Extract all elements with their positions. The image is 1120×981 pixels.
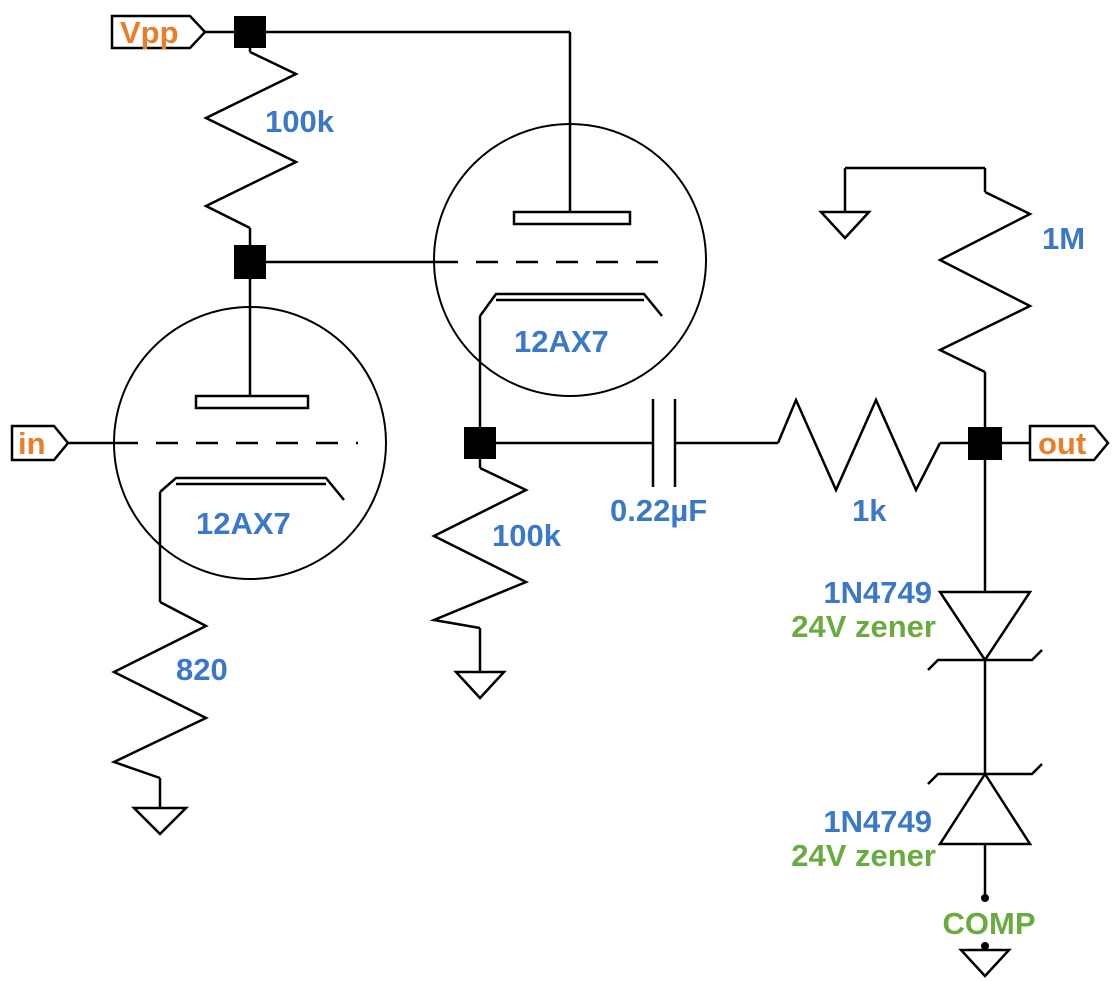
junction-node	[234, 16, 266, 48]
zener-1-part-label: 1N4749	[823, 575, 932, 610]
ground-icon	[453, 670, 507, 700]
series-resistor-label: 1k	[852, 493, 887, 528]
tube-v2	[433, 123, 707, 397]
zener-diode-1	[927, 590, 1043, 671]
cathode-resistor-label: 820	[176, 652, 228, 687]
input-port-label: in	[18, 426, 46, 461]
output-port: out	[1028, 424, 1110, 462]
capacitor-label: 0.22µF	[610, 493, 707, 528]
junction-node	[968, 427, 1002, 460]
junction-node	[981, 894, 989, 902]
bias-resistor	[937, 190, 1033, 374]
follower-resistor-label: 100k	[492, 518, 562, 553]
vpp-port-label: Vpp	[120, 15, 179, 50]
series-resistor	[776, 396, 942, 494]
zener-1-desc-label: 24V zener	[791, 609, 936, 644]
junction-node	[234, 245, 266, 279]
plate-resistor-label: 100k	[265, 104, 335, 139]
zener-diode-2	[927, 763, 1043, 846]
wires	[68, 30, 1030, 950]
zener-2-desc-label: 24V zener	[791, 838, 936, 873]
junction-node	[981, 942, 989, 950]
zener-2-part-label: 1N4749	[823, 804, 932, 839]
tube-v2-label: 12AX7	[514, 324, 609, 359]
output-port-label: out	[1038, 426, 1086, 461]
ground-icon	[818, 210, 872, 240]
tube-v1-label: 12AX7	[196, 506, 291, 541]
junction-node	[464, 427, 496, 459]
cathode-resistor	[110, 600, 209, 780]
comp-label: COMP	[943, 906, 1036, 941]
plate-resistor	[203, 50, 299, 230]
follower-resistor	[429, 466, 530, 630]
ground-icon	[958, 948, 1012, 978]
vpp-port: Vpp	[110, 14, 207, 50]
bias-resistor-label: 1M	[1042, 221, 1085, 256]
tube-v1	[113, 306, 387, 580]
ground-icon	[130, 806, 190, 836]
input-port: in	[10, 424, 70, 462]
coupling-capacitor	[651, 399, 677, 487]
